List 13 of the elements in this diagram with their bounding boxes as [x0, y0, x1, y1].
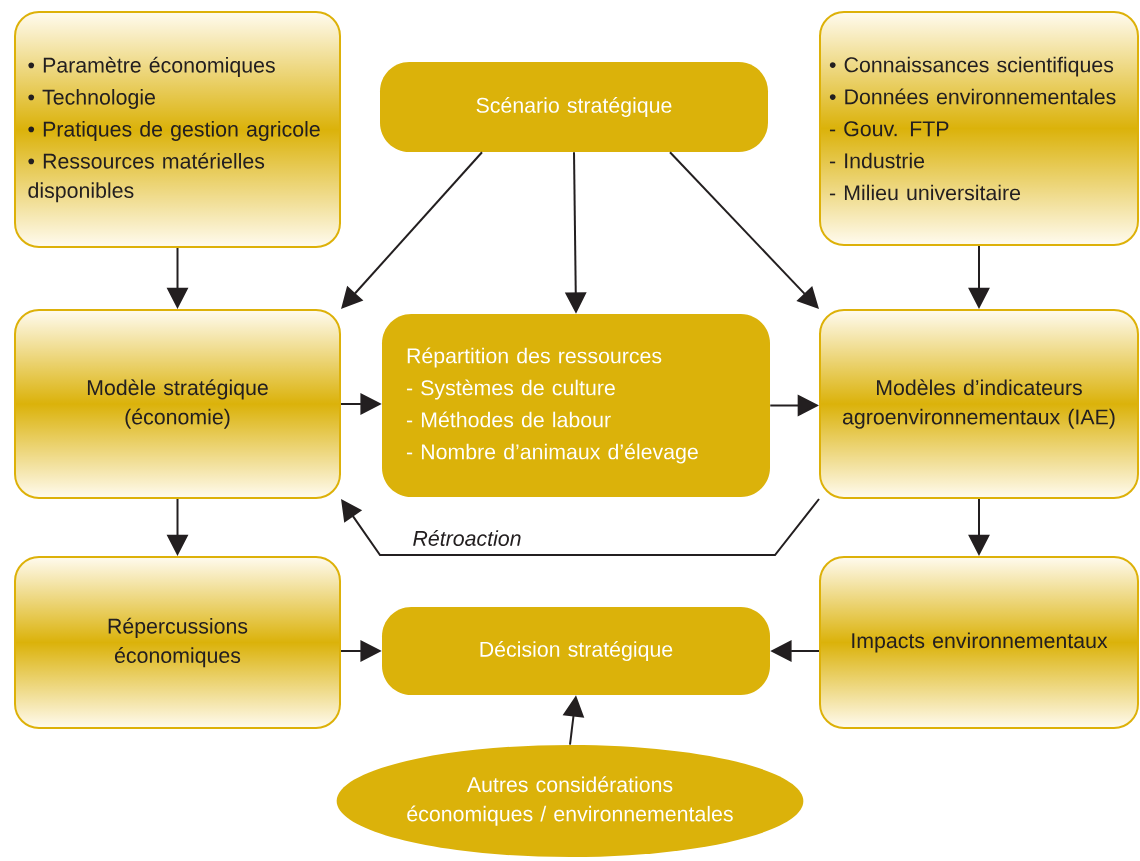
process-box: • Connaissances scientifiques • Données environnementales - Gouv. FTP - Industrie - Milieu universitaire	[819, 11, 1139, 246]
arrow	[341, 151, 483, 309]
arrow	[669, 151, 819, 309]
process-box: • Paramètre économiques • Technologie • Pratiques de gestion agricole • Ressources matérielles disponibles	[14, 11, 341, 248]
process-box: Répercussions économiques	[14, 556, 341, 729]
process-box: Scénario stratégique	[380, 62, 768, 152]
process-box: Répartition des ressources - Systèmes de culture - Méthodes de labour - Nombre d’animaux d’élevage	[382, 314, 770, 497]
process-box: Modèle stratégique (économie)	[14, 309, 341, 499]
arrow	[341, 498, 820, 556]
edge-label: Rétroaction	[411, 528, 523, 548]
process-box: Modèles d’indicateurs agroenvironnementaux (IAE)	[819, 309, 1139, 499]
process-box: Décision stratégique	[382, 607, 770, 695]
process-box: Impacts environnementaux	[819, 556, 1139, 729]
